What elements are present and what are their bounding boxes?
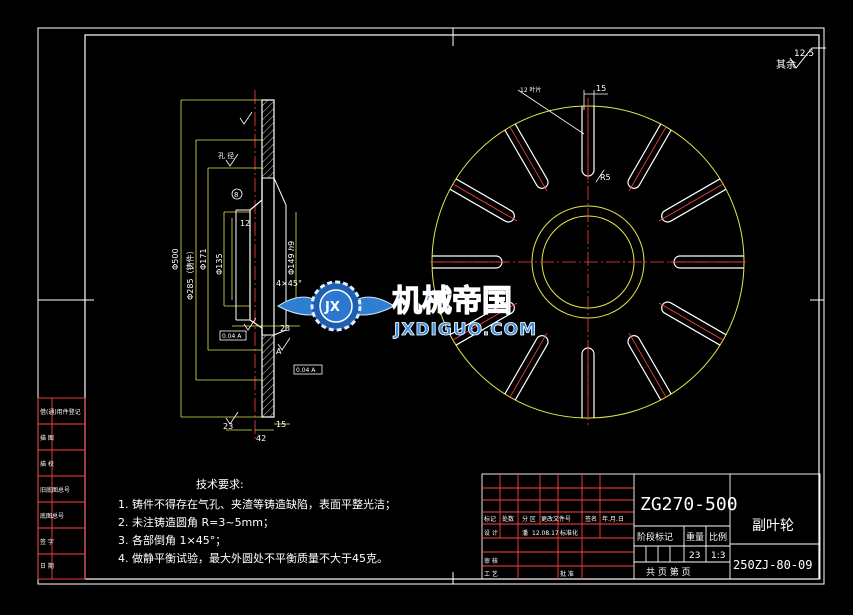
- centering-marks: [38, 28, 824, 584]
- hdr-mark: 标记: [484, 515, 496, 523]
- standardize-label: 标准化: [560, 529, 578, 537]
- left-column-label: 底图总号: [40, 512, 64, 520]
- dim-circle-label: 8: [234, 191, 238, 199]
- dim-thick15: 15: [276, 420, 286, 429]
- dim-d135: Φ135: [215, 253, 224, 275]
- blade-width: 15: [596, 84, 606, 93]
- left-column-label: 旧底图总号: [40, 486, 70, 494]
- tech-item-3: 3. 各部倒角 1×45°；: [118, 533, 226, 547]
- dim-d285: Φ285（铸件）: [185, 246, 195, 300]
- left-column-label: 描 校: [40, 460, 54, 468]
- drawing-number: 250ZJ-80-09: [733, 558, 812, 572]
- tech-item-2: 2. 未注铸造圆角 R=3~5mm；: [118, 515, 274, 529]
- left-column-label: 借(通)用件登记: [40, 408, 81, 416]
- blade-radius: R5: [600, 173, 611, 182]
- hdr-count: 处数: [502, 515, 514, 523]
- blade-3: [658, 176, 730, 223]
- datum-a: A: [276, 347, 282, 356]
- stage-label: 阶段标记: [637, 531, 673, 543]
- tech-requirements: 技术要求: 1. 铸件不得存在气孔、夹渣等铸造缺陷，表面平整光洁； 2. 未注铸…: [118, 478, 396, 565]
- hdr-change-doc: 更改文件号: [541, 515, 571, 523]
- front-view: [430, 89, 746, 426]
- blade-6: [627, 332, 674, 404]
- title-block-text: ZG270-500 副叶轮 250ZJ-80-09 阶段标记 重量 比例 23 …: [484, 494, 812, 578]
- tolerance-1: 0.04 A: [222, 333, 242, 340]
- dim-d149: Φ149 ℎ9: [287, 241, 296, 275]
- dim-width42: 42: [256, 434, 266, 443]
- blade-note: 12 叶片: [520, 86, 542, 94]
- section-labels: Φ500 Φ285（铸件） Φ171 Φ135 Φ149 ℎ9 4×45° 12…: [171, 151, 316, 443]
- blade-2: [627, 120, 674, 192]
- roughness-value: 12.5: [794, 49, 814, 59]
- watermark: JX 机械帝国 JXDIGUO.COM: [277, 280, 537, 340]
- weight-label: 重量: [686, 531, 704, 543]
- design-label: 设 计: [484, 529, 498, 537]
- material: ZG270-500: [640, 494, 738, 515]
- tech-title: 技术要求:: [196, 478, 244, 491]
- dim-rough1: 23: [280, 324, 290, 333]
- dim-rough2: 23: [223, 422, 233, 431]
- design-name: 潘: [522, 529, 528, 537]
- tech-item-1: 1. 铸件不得存在气孔、夹渣等铸造缺陷，表面平整光洁；: [118, 497, 396, 511]
- left-column-table: [37, 397, 86, 580]
- review-label: 审 核: [484, 557, 498, 565]
- watermark-cn: 机械帝国: [392, 284, 512, 319]
- hdr-date: 年.月.日: [602, 515, 624, 523]
- tolerance-2: 0.04 A: [296, 367, 316, 374]
- process-label: 工 艺: [484, 570, 498, 578]
- hdr-sign: 签名: [585, 515, 597, 523]
- design-date: 12.08.17: [532, 530, 559, 537]
- dim-d500: Φ500: [171, 248, 180, 270]
- dim-d12: 12: [240, 219, 250, 228]
- inner-frame: [84, 34, 820, 580]
- blade-8: [502, 332, 549, 404]
- scale-value: 1:3: [711, 551, 725, 561]
- blade-11: [446, 176, 518, 223]
- left-column-label: 描 图: [40, 434, 54, 442]
- sheet-border: [37, 27, 825, 585]
- dim-chamfer: 4×45°: [276, 279, 302, 288]
- section-view: [180, 90, 323, 440]
- sheet-count: 共 页 第 页: [646, 566, 691, 578]
- tech-item-4: 4. 做静平衡试验，最大外圆处不平衡质量不大于45克。: [118, 551, 388, 565]
- part-name: 副叶轮: [752, 518, 794, 534]
- approve-label: 批 准: [560, 570, 574, 578]
- weight-value: 23: [689, 551, 700, 561]
- dim-d171: Φ171: [199, 248, 208, 270]
- roughness-label: 其余: [776, 58, 796, 71]
- scale-label: 比例: [709, 531, 727, 543]
- left-column-label: 日 期: [40, 562, 54, 570]
- blade-9: [446, 301, 518, 348]
- watermark-en: JXDIGUO.COM: [393, 320, 537, 340]
- left-column-label: 签 字: [40, 538, 54, 546]
- side-label: 孔 径: [218, 151, 234, 160]
- hdr-zone: 分 区: [522, 515, 536, 523]
- roughness-symbol: [789, 47, 826, 69]
- logo-monogram: JX: [324, 300, 340, 315]
- title-block: [481, 473, 821, 580]
- blade-12: [502, 120, 549, 192]
- blade-5: [658, 301, 730, 348]
